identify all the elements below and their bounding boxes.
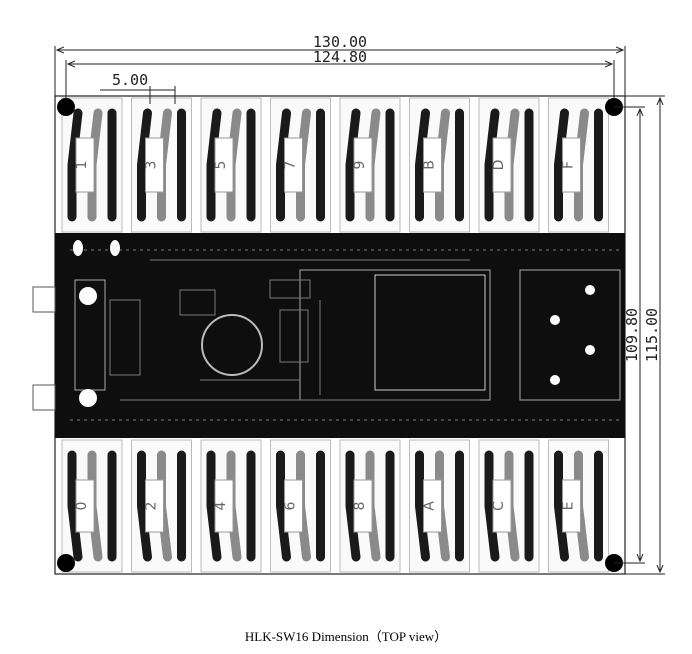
relay-trace bbox=[415, 108, 430, 222]
relay-label: 4 bbox=[213, 501, 229, 510]
relay-body bbox=[214, 479, 234, 533]
relay-label: E bbox=[561, 502, 577, 511]
relay-label: 0 bbox=[74, 502, 90, 511]
relay-F: F bbox=[548, 97, 609, 233]
mounting-hole-top-left bbox=[57, 98, 75, 116]
relay-label: 2 bbox=[144, 502, 160, 511]
relay-trace bbox=[345, 108, 361, 222]
relay-body bbox=[75, 479, 95, 533]
relay-trace bbox=[206, 450, 222, 562]
relay-3: 3 bbox=[131, 97, 192, 233]
relay-6: 6 bbox=[270, 439, 331, 573]
relay-E: E bbox=[548, 439, 609, 573]
relay-label: F bbox=[561, 161, 577, 169]
relay-trace bbox=[276, 108, 291, 222]
relay-A: A bbox=[409, 439, 470, 573]
mounting-hole-bottom-left bbox=[57, 554, 75, 572]
bottom-relay-row: 0 2 4 6 8 A C E bbox=[61, 439, 609, 573]
relay-body bbox=[423, 479, 442, 533]
dimension-hole-spacing-height: 109.80 bbox=[623, 308, 641, 362]
control-band bbox=[55, 233, 625, 438]
relay-0: 0 bbox=[61, 439, 123, 573]
relay-label: B bbox=[422, 160, 438, 170]
relay-trace bbox=[554, 450, 569, 562]
relay-trace bbox=[67, 108, 83, 222]
relay-trace bbox=[137, 108, 152, 222]
relay-2: 2 bbox=[131, 439, 192, 573]
relay-5: 5 bbox=[200, 97, 262, 233]
relay-label: 7 bbox=[283, 161, 299, 170]
relay-trace bbox=[484, 108, 500, 222]
top-relay-row: 1 3 5 7 9 B D F bbox=[61, 97, 609, 233]
dimension-overall-width: 130.00 bbox=[313, 33, 367, 51]
relay-body bbox=[492, 479, 512, 533]
relay-9: 9 bbox=[339, 97, 401, 233]
relay-body bbox=[353, 137, 373, 193]
relay-body bbox=[562, 479, 581, 533]
relay-body bbox=[214, 137, 234, 193]
relay-label: 5 bbox=[213, 161, 229, 170]
relay-body bbox=[284, 479, 303, 533]
relay-label: A bbox=[422, 501, 438, 511]
relay-label: 1 bbox=[74, 161, 90, 170]
relay-body bbox=[492, 137, 512, 193]
relay-B: B bbox=[409, 97, 470, 233]
relay-body bbox=[562, 137, 581, 193]
relay-trace bbox=[345, 450, 361, 562]
relay-label: C bbox=[491, 501, 507, 511]
side-connector bbox=[32, 286, 56, 411]
dimension-overall-height: 115.00 bbox=[643, 308, 661, 362]
relay-body bbox=[423, 137, 442, 193]
control-circuit bbox=[70, 249, 621, 421]
relay-label: 9 bbox=[352, 161, 368, 170]
dimension-hole-spacing-width: 124.80 bbox=[313, 48, 367, 66]
relay-trace bbox=[276, 450, 291, 562]
dimension-pitch: 5.00 bbox=[112, 71, 148, 89]
relay-body bbox=[75, 137, 95, 193]
relay-label: 3 bbox=[144, 161, 160, 170]
relay-1: 1 bbox=[61, 97, 123, 233]
relay-trace bbox=[554, 108, 569, 222]
relay-body bbox=[145, 137, 164, 193]
relay-4: 4 bbox=[200, 439, 262, 573]
figure-caption: HLK-SW16 Dimension（TOP view） bbox=[244, 629, 448, 644]
relay-body bbox=[145, 479, 164, 533]
relay-trace bbox=[206, 108, 222, 222]
relay-D: D bbox=[478, 97, 540, 233]
relay-body bbox=[284, 137, 303, 193]
dimension-lines bbox=[54, 46, 665, 575]
relay-label: 6 bbox=[283, 501, 299, 510]
relay-trace bbox=[137, 450, 152, 562]
relay-body bbox=[353, 479, 373, 533]
relay-label: 8 bbox=[352, 502, 368, 511]
relay-trace bbox=[415, 450, 430, 562]
relay-trace bbox=[484, 450, 500, 562]
relay-7: 7 bbox=[270, 97, 331, 233]
relay-8: 8 bbox=[339, 439, 401, 573]
control-band-holes bbox=[73, 240, 595, 407]
relay-label: D bbox=[491, 160, 507, 171]
relay-trace bbox=[67, 450, 83, 562]
relay-C: C bbox=[478, 439, 540, 573]
